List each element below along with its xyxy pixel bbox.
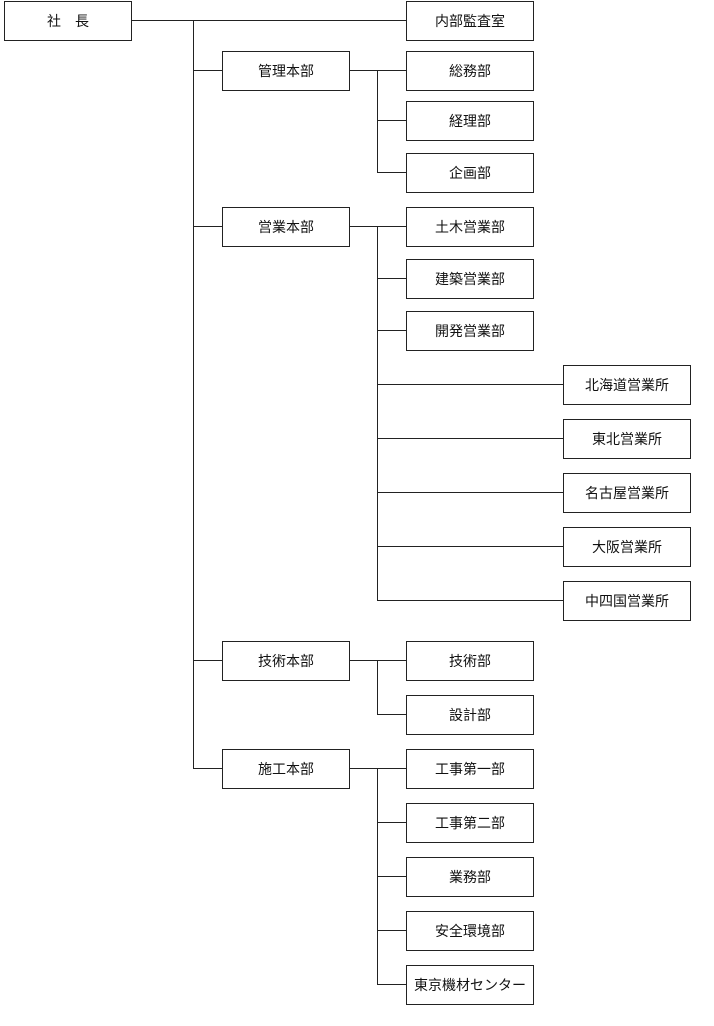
department-label: 安全環境部 — [435, 924, 505, 940]
department-box: 工事第二部 — [406, 803, 534, 843]
department-label: 経理部 — [449, 114, 491, 130]
division-label: 管理本部 — [258, 64, 314, 80]
department-box: 総務部 — [406, 51, 534, 91]
connector-line — [132, 20, 406, 21]
connector-line — [377, 714, 406, 715]
connector-line — [377, 546, 563, 547]
department-label: 業務部 — [449, 870, 491, 886]
connector-line — [350, 660, 406, 661]
office-label: 名古屋営業所 — [585, 486, 669, 502]
department-label: 東京機材センター — [414, 978, 526, 994]
connector-line — [377, 384, 563, 385]
department-label: 土木営業部 — [435, 220, 505, 236]
department-label: 工事第二部 — [435, 816, 505, 832]
connector-line — [377, 876, 406, 877]
connector-line — [377, 172, 406, 173]
division-label: 施工本部 — [258, 762, 314, 778]
department-label: 開発営業部 — [435, 324, 505, 340]
department-label: 建築営業部 — [435, 272, 505, 288]
department-box: 土木営業部 — [406, 207, 534, 247]
connector-line — [377, 660, 378, 715]
division-label: 営業本部 — [258, 220, 314, 236]
department-label: 技術部 — [449, 654, 491, 670]
department-box: 業務部 — [406, 857, 534, 897]
connector-line — [377, 600, 563, 601]
connector-line — [377, 226, 378, 601]
connector-line — [193, 768, 222, 769]
department-box: 開発営業部 — [406, 311, 534, 351]
office-box: 中四国営業所 — [563, 581, 691, 621]
office-label: 中四国営業所 — [585, 594, 669, 610]
audit-box: 内部監査室 — [406, 1, 534, 41]
department-box: 経理部 — [406, 101, 534, 141]
connector-line — [193, 660, 222, 661]
connector-line — [377, 120, 406, 121]
office-label: 大阪営業所 — [592, 540, 662, 556]
connector-line — [377, 492, 563, 493]
connector-line — [350, 226, 406, 227]
connector-line — [377, 70, 378, 173]
division-label: 技術本部 — [258, 654, 314, 670]
department-box: 技術部 — [406, 641, 534, 681]
office-label: 北海道営業所 — [585, 378, 669, 394]
department-box: 建築営業部 — [406, 259, 534, 299]
connector-line — [193, 226, 222, 227]
connector-line — [350, 70, 406, 71]
department-box: 東京機材センター — [406, 965, 534, 1005]
president-label: 社 長 — [47, 14, 89, 30]
connector-line — [193, 20, 194, 769]
office-box: 大阪営業所 — [563, 527, 691, 567]
audit-label: 内部監査室 — [435, 14, 505, 30]
department-box: 安全環境部 — [406, 911, 534, 951]
department-label: 総務部 — [449, 64, 491, 80]
connector-line — [377, 438, 563, 439]
office-box: 東北営業所 — [563, 419, 691, 459]
connector-line — [377, 330, 406, 331]
division-box: 営業本部 — [222, 207, 350, 247]
connector-line — [377, 930, 406, 931]
division-box: 技術本部 — [222, 641, 350, 681]
department-box: 企画部 — [406, 153, 534, 193]
office-box: 北海道営業所 — [563, 365, 691, 405]
division-box: 管理本部 — [222, 51, 350, 91]
department-label: 工事第一部 — [435, 762, 505, 778]
department-label: 設計部 — [449, 708, 491, 724]
office-box: 名古屋営業所 — [563, 473, 691, 513]
connector-line — [350, 768, 406, 769]
department-box: 工事第一部 — [406, 749, 534, 789]
division-box: 施工本部 — [222, 749, 350, 789]
president-box: 社 長 — [4, 1, 132, 41]
department-label: 企画部 — [449, 166, 491, 182]
department-box: 設計部 — [406, 695, 534, 735]
connector-line — [377, 278, 406, 279]
connector-line — [377, 984, 406, 985]
office-label: 東北営業所 — [592, 432, 662, 448]
connector-line — [377, 822, 406, 823]
connector-line — [193, 70, 222, 71]
